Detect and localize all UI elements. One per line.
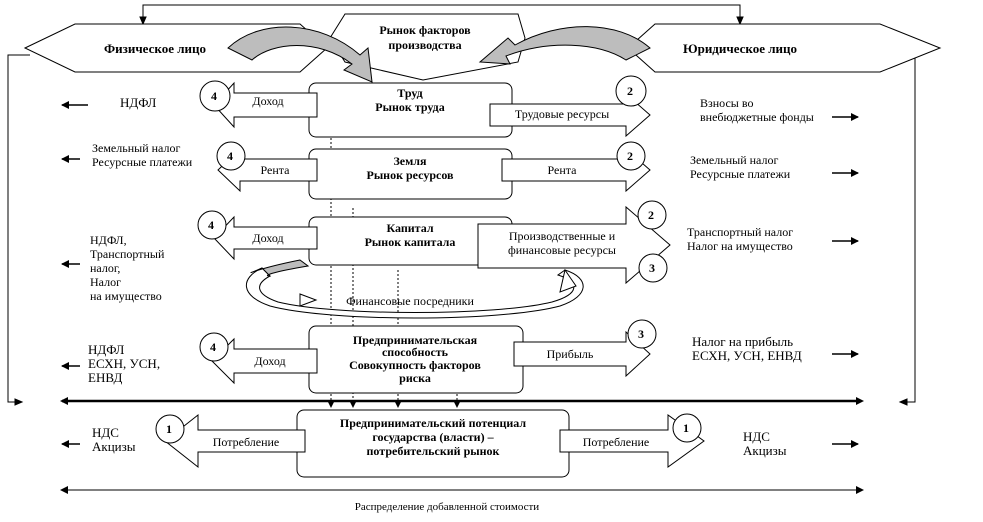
state-title1: Предпринимательский потенциал [340, 416, 527, 430]
land-right-num: 2 [627, 149, 633, 163]
footer-label: Распределение добавленной стоимости [355, 501, 540, 513]
entre-tax-left-0: НДФЛ [88, 342, 125, 357]
labor-tax-left-0: НДФЛ [120, 95, 157, 110]
state-left-num: 1 [166, 422, 172, 436]
capital-tax-right-0: Транспортный налог [687, 225, 793, 239]
labor-tax-right-0: Взносы во [700, 96, 753, 110]
entre-right-num-circle [627, 319, 657, 349]
capital-title2: Рынок капитала [365, 235, 456, 249]
capital-left-num: 4 [208, 218, 214, 232]
entre-right-num: 3 [638, 327, 644, 341]
capital-tax-left-0: НДФЛ, [90, 233, 127, 247]
factor-market-line2: производства [388, 38, 461, 52]
market-swoosh-left [227, 26, 373, 83]
labor-left-num: 4 [211, 89, 217, 103]
land-right-num-circle [616, 141, 646, 171]
labor-right-num: 2 [627, 84, 633, 98]
bottom-distribution-line [60, 486, 864, 494]
land-tax-left-1: Ресурсные платежи [92, 155, 193, 169]
land-tax-right-1: Ресурсные платежи [690, 167, 791, 181]
intermediaries-label: Финансовые посредники [346, 294, 474, 308]
outer-loop-right [892, 54, 916, 406]
capital-income-arrow [213, 215, 318, 261]
labor-left-num-circle [199, 80, 231, 112]
intermediaries-ring [245, 259, 584, 319]
capital-left-num-circle [197, 210, 227, 240]
capital-resources-label1: Производственные и [509, 229, 616, 243]
entre-title2: способность [382, 345, 449, 359]
main-distribution-line [60, 397, 864, 405]
entre-tax-right-1: ЕСХН, УСН, ЕНВД [692, 348, 802, 363]
capital-right-num-b: 3 [649, 261, 655, 275]
entre-left-num: 4 [210, 340, 216, 354]
hex-legal-entity [627, 23, 942, 73]
state-right-num: 1 [683, 421, 689, 435]
entre-profit-label: Прибыль [547, 347, 594, 361]
labor-tax-right-1: внебюджетные фонды [700, 110, 814, 124]
capital-income-label: Доход [252, 231, 283, 245]
state-tax-right-1: Акцизы [743, 443, 787, 458]
land-tax-right-0: Земельный налог [690, 153, 778, 167]
state-tax-right-0: НДС [743, 429, 770, 444]
hex-individual-label: Физическое лицо [104, 41, 206, 56]
state-right-num-circle [672, 413, 702, 443]
hex-legal-entity-label: Юридическое лицо [683, 41, 797, 56]
capital-tax-left-4: на имущество [90, 289, 162, 303]
capital-tax-left-2: налог, [90, 261, 120, 275]
entre-tax-left-1: ЕСХН, УСН, [88, 356, 160, 371]
state-title3: потребительский рынок [367, 444, 500, 458]
entre-left-num-circle [199, 332, 229, 362]
state-left-num-circle [155, 414, 185, 444]
land-title2: Рынок ресурсов [366, 168, 454, 182]
state-consumption-right-label: Потребление [583, 435, 650, 449]
down-arrows [328, 402, 460, 408]
land-title1: Земля [393, 154, 427, 168]
state-title2: государства (власти) – [372, 430, 494, 444]
capital-tax-left-3: Налог [90, 275, 121, 289]
state-tax-left-1: Акцизы [92, 439, 136, 454]
capital-right-num-a: 2 [648, 208, 654, 222]
capital-title1: Капитал [386, 221, 433, 235]
land-left-num: 4 [227, 149, 233, 163]
state-consumption-left-label: Потребление [213, 435, 280, 449]
entre-income-arrow [211, 337, 318, 385]
entre-tax-right-0: Налог на прибыль [692, 334, 793, 349]
land-tax-left-0: Земельный налог [92, 141, 180, 155]
state-consumption-left-arrow [164, 413, 306, 469]
entre-title4: риска [399, 371, 431, 385]
labor-income-arrow [213, 81, 318, 129]
capital-tax-left-1: Транспортный [90, 247, 165, 261]
state-consumption-right-arrow [559, 414, 705, 468]
outer-loop-left [7, 54, 30, 406]
entre-tax-left-2: ЕНВД [88, 370, 123, 385]
market-swoosh-right [478, 26, 651, 65]
labor-title2: Рынок труда [375, 100, 444, 114]
land-rent-left-label: Рента [261, 163, 291, 177]
entre-title3: Совокупность факторов [349, 358, 481, 372]
labor-title1: Труд [397, 86, 422, 100]
capital-right-num-a-circle [637, 200, 667, 230]
top-connector [139, 4, 744, 26]
capital-tax-right-1: Налог на имущество [687, 239, 793, 253]
entre-title1: Предпринимательская [353, 333, 478, 347]
labor-income-label: Доход [252, 94, 283, 108]
entre-income-label: Доход [254, 354, 285, 368]
factor-market-line1: Рынок факторов [379, 23, 471, 37]
entre-profit-arrow [513, 330, 651, 378]
land-left-num-circle [216, 141, 246, 171]
capital-right-num-b-circle [638, 253, 668, 283]
labor-resources-label: Трудовые ресурсы [515, 107, 609, 121]
land-rent-right-label: Рента [548, 163, 578, 177]
state-tax-left-0: НДС [92, 425, 119, 440]
labor-right-num-circle [615, 75, 647, 107]
capital-resources-label2: финансовые ресурсы [508, 243, 616, 257]
